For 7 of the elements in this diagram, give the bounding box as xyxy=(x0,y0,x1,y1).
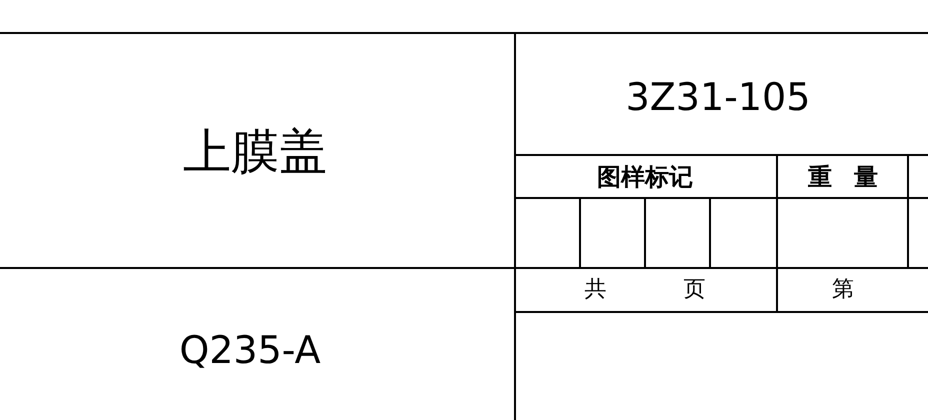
part-name: 上膜盖 xyxy=(183,128,327,176)
sheet-number-label: 第 xyxy=(832,279,854,301)
column-heading: 重 量 xyxy=(808,165,878,189)
sheet-count-label: 共 页 xyxy=(584,279,706,301)
material-name: Q235-A xyxy=(179,331,321,369)
drawing-number: 3Z31-105 xyxy=(626,78,810,116)
column-heading: 图样标记 xyxy=(597,165,693,189)
